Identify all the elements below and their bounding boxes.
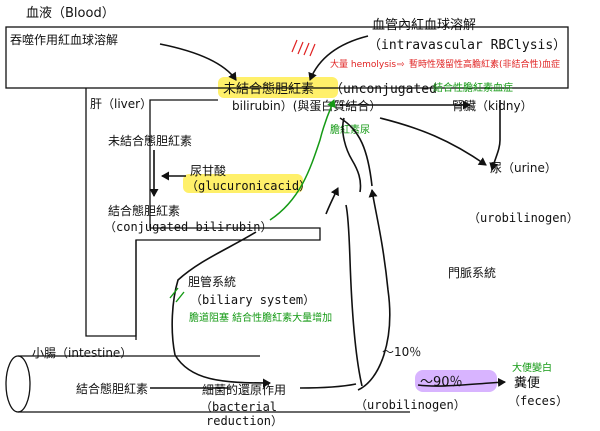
intravascular-zh: 血管內紅血球溶解 [372, 18, 476, 33]
bacterial-zh: 細菌的還原作用 [202, 382, 286, 397]
hemolysis-note-prefix: 大量 hemolysis [330, 58, 396, 70]
urobilinogen-gut: （urobilinogen） [355, 398, 466, 412]
intravascular-arrow [308, 35, 369, 81]
unconjugated-zh: 未結合態胆紅素 [223, 81, 314, 97]
portal-return-arrow-inner [341, 117, 362, 193]
liver-unconjugated-label: 未結合態胆紅素 [108, 133, 192, 148]
feces-en: （feces） [508, 394, 568, 408]
liver-outline [85, 88, 321, 337]
intestine-label: 小腸（intestine） [32, 346, 132, 360]
conjugated-zh: 結合態胆紅素 [108, 203, 180, 218]
biliary-path [171, 231, 257, 356]
bilirubinuria-arrow [269, 99, 336, 221]
intestine-flow-line [150, 383, 357, 389]
conjugated-en: （conjugated bilirubin） [104, 220, 273, 234]
hemolysis-note-arrow: ⇨ [397, 60, 405, 70]
glucuronic-highlight [183, 174, 303, 193]
biliary-en: （biliary system） [190, 293, 315, 307]
bacterial-en-1: （bacterial [200, 400, 277, 414]
urobilinogen-to-urine-arrow [379, 117, 487, 166]
portal-return-arrow-outer [357, 189, 391, 391]
ten-percent-label: ～10％ [382, 345, 421, 359]
conjugated-bilirubinemia-note: 結合性膽紅素血症 [433, 81, 513, 94]
biliary-to-intestine-arrow [174, 354, 271, 388]
portal-label: 門脈系統 [448, 266, 496, 280]
feces-zh: 糞便 [514, 376, 540, 391]
portal-inner-tip [325, 187, 339, 215]
intestine-conjugated-label: 結合態胆紅素 [76, 381, 148, 396]
bacterial-en-2: reduction） [206, 414, 283, 428]
emphasis-hatching [291, 39, 316, 57]
hemolysis-note-text: 暫時性殘留性高膽紅素(非結合性)血症 [409, 58, 560, 70]
obstruction-mark [169, 287, 185, 303]
to-feces-arrow [417, 377, 506, 387]
phagocytosis-arrow [159, 43, 237, 81]
phagocytosis-label: 吞噬作用紅血球溶解 [10, 32, 118, 47]
blood-box [5, 26, 569, 89]
portal-return-to-liver [339, 117, 373, 187]
intestine-tube [18, 355, 410, 413]
kidney-label: 腎臟（kidny） [452, 99, 533, 113]
unconjugated-en-2: bilirubin）(與蛋白質結合） [232, 98, 381, 113]
portal-return-path-2 [345, 204, 363, 387]
liver-label: 肝（liver） [90, 97, 152, 111]
ninety-percent-label: ～90％ [420, 375, 463, 390]
blood-label: 血液（Blood） [26, 6, 115, 21]
bilirubinuria-note: 膽紅素尿 [330, 123, 370, 136]
kidney-to-urine-arrow [489, 100, 501, 171]
unconjugated-en-1: （unconjugated [330, 82, 437, 97]
intravascular-en: （intravascular RBClysis） [368, 38, 566, 53]
obstruction-note: 膽道阻塞 結合性膽紅素大量增加 [189, 311, 332, 324]
stool-white-note: 大便變白 [512, 361, 552, 374]
intestine-tube-end [5, 355, 31, 413]
urobilinogen-kidney: （urobilinogen） [468, 211, 579, 225]
urine-label: 尿（urine） [490, 161, 557, 175]
glucuronic-en: （glucuronicacid） [186, 179, 311, 193]
biliary-zh: 胆管系統 [188, 274, 236, 289]
glucuronic-zh: 尿甘酸 [190, 163, 226, 178]
